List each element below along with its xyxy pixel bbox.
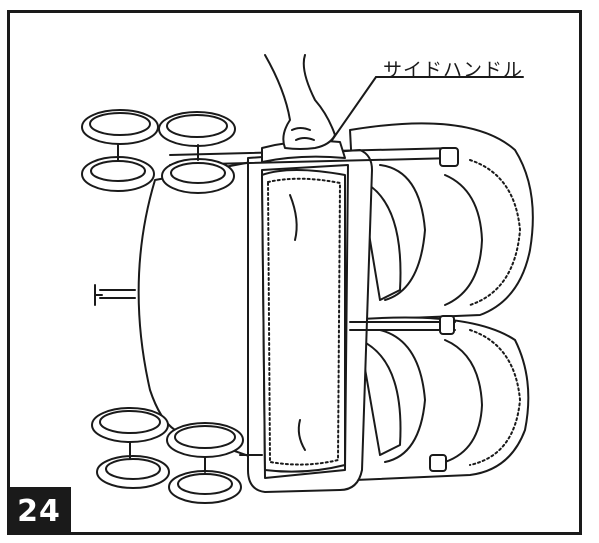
hand bbox=[264, 54, 336, 150]
seat-fabric bbox=[261, 169, 346, 473]
seat-shells bbox=[349, 122, 534, 481]
callout-leader bbox=[329, 76, 524, 144]
step-number-badge: 24 bbox=[7, 487, 71, 535]
front-wheels-top bbox=[81, 109, 236, 194]
canopy bbox=[94, 159, 263, 461]
rear-wheels-bottom bbox=[91, 407, 263, 504]
side-handle-callout-label: サイドハンドル bbox=[383, 59, 524, 81]
